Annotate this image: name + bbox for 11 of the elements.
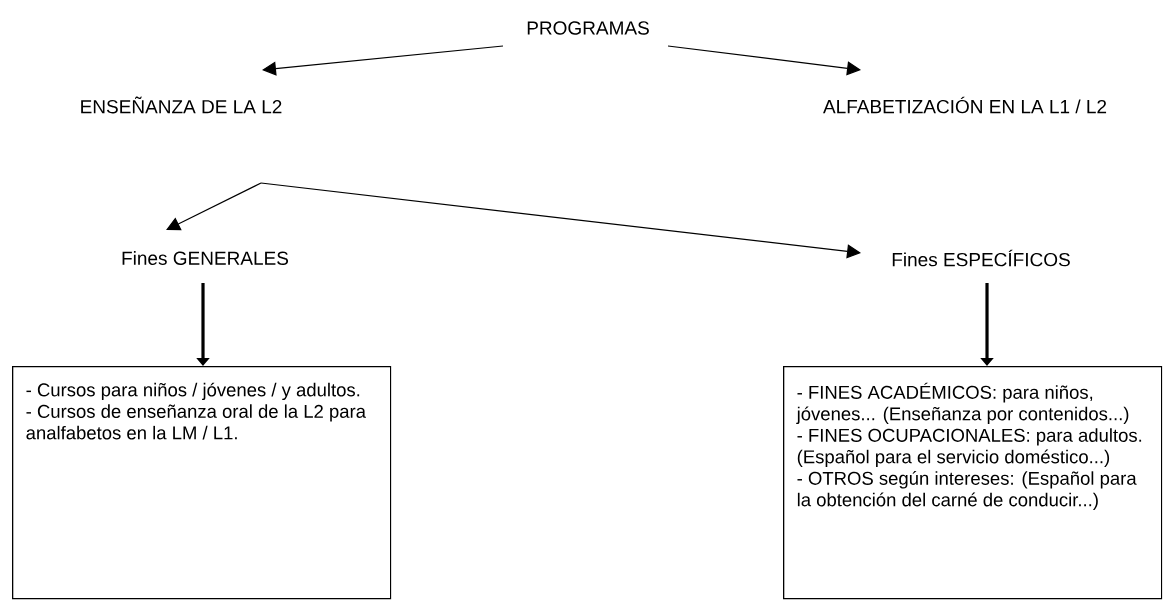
- node-label: ENSEÑANZA DE LA L2: [81, 96, 282, 114]
- node-label: Fines GENERALES: [122, 251, 289, 265]
- text-box: - Cursos para niños / jóvenes / y adultos. - Cursos de enseñanza oral de la L2 para analfabetos en la LM / L1.: [12, 366, 392, 600]
- text-box: - FINES ACADÉMICOS: para niños, jóvenes... (Enseñanza por contenidos...) - FINES OCUPACIONALES: para adultos. (Español para el servicio doméstico...) - OTROS según intereses: (Español para la obtención del carné de conducir...): [783, 366, 1163, 600]
- arrow: [166, 182, 262, 231]
- arrow: [260, 182, 861, 259]
- arrow: [262, 45, 504, 76]
- arrow: [667, 45, 861, 76]
- node-label: PROGRAMAS: [527, 21, 649, 35]
- node-label: ALFABETIZACIÓN EN LA L1 / L2: [823, 96, 1107, 114]
- node-label: Fines ESPECÍFICOS: [892, 249, 1070, 267]
